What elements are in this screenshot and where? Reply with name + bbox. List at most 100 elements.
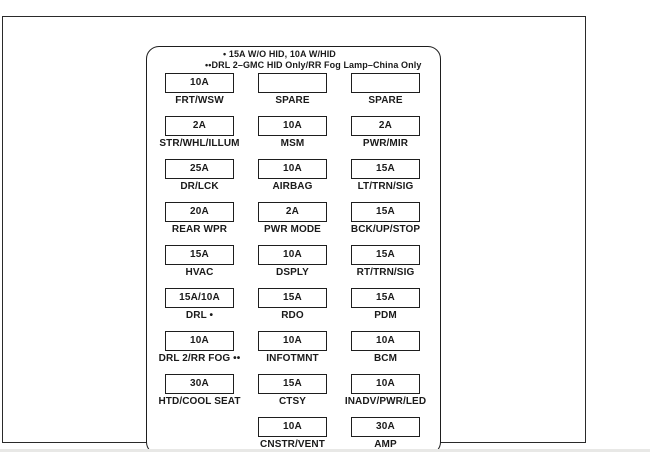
fuse-row: 15A/10A DRL • 15A RDO 15A PDM: [147, 288, 440, 331]
fuse-circuit-label: RT/TRN/SIG: [356, 267, 415, 278]
fuse-row: 30A HTD/COOL SEAT 15A CTSY 10A INADV/PWR/LED: [147, 374, 440, 417]
fuse-circuit-label: CTSY: [278, 396, 307, 407]
fuse-amp-rating: 30A: [376, 421, 395, 432]
fuse-cell: SPARE: [351, 73, 420, 116]
fuse-box: [258, 73, 327, 93]
fuse-cell: SPARE: [258, 73, 327, 116]
fuse-amp-rating: 15A: [283, 292, 302, 303]
fuse-amp-rating: 15A: [283, 378, 302, 389]
fuse-amp-rating: 15A: [376, 249, 395, 260]
fuse-amp-rating: 10A: [376, 335, 395, 346]
fuse-cell: 15A PDM: [351, 288, 420, 331]
fuse-amp-rating: 20A: [190, 206, 209, 217]
fuse-circuit-label: HVAC: [185, 267, 214, 278]
fuse-circuit-label: STR/WHL/ILLUM: [159, 138, 240, 149]
fuse-circuit-label: PWR/MIR: [362, 138, 409, 149]
fuse-cell: 10A INFOTMNT: [258, 331, 327, 374]
fuse-amp-rating: 10A: [283, 249, 302, 260]
fuse-box: 30A: [351, 417, 420, 437]
fuse-cell: 30A HTD/COOL SEAT: [158, 374, 240, 417]
fuse-box: 15A: [351, 202, 420, 222]
fuse-cell: 2A PWR/MIR: [351, 116, 420, 159]
fuse-cell: 15A BCK/UP/STOP: [351, 202, 420, 245]
fuse-box: 10A: [351, 331, 420, 351]
fuse-circuit-label: INADV/PWR/LED: [344, 396, 427, 407]
fuse-row: 10A DRL 2/RR FOG •• 10A INFOTMNT 10A BCM: [147, 331, 440, 374]
fuse-box: 10A: [258, 116, 327, 136]
fuse-cell: 20A REAR WPR: [165, 202, 234, 245]
fuse-circuit-label: INFOTMNT: [266, 353, 319, 364]
fuse-circuit-label: RDO: [281, 310, 304, 321]
fuse-box: 15A: [351, 245, 420, 265]
fuse-circuit-label: PWR MODE: [264, 224, 321, 235]
fuse-circuit-label: BCK/UP/STOP: [350, 224, 421, 235]
fuse-amp-rating: 10A: [190, 77, 209, 88]
fuse-box: 10A: [351, 374, 420, 394]
fuse-cell: 10A INADV/PWR/LED: [345, 374, 426, 417]
fuse-row: 15A HVAC 10A DSPLY 15A RT/TRN/SIG: [147, 245, 440, 288]
fuse-cell: 2A PWR MODE: [258, 202, 327, 245]
fuse-amp-rating: 10A: [283, 335, 302, 346]
fuse-box: 15A: [165, 245, 234, 265]
fuse-amp-rating: 10A: [190, 335, 209, 346]
fuse-circuit-label: MSM: [280, 138, 305, 149]
fuse-circuit-label: DRL 2/RR FOG ••: [158, 353, 241, 364]
fuse-circuit-label: CNSTR/VENT: [260, 439, 325, 450]
legend-note-hid: • 15A W/O HID, 10A W/HID: [223, 49, 336, 59]
fuse-circuit-label: HTD/COOL SEAT: [158, 396, 241, 407]
fuse-box: 15A: [351, 159, 420, 179]
fuse-cell: 30A AMP: [351, 417, 420, 452]
fuse-amp-rating: 30A: [190, 378, 209, 389]
fuse-cell: 10A BCM: [351, 331, 420, 374]
fuse-amp-rating: 2A: [378, 120, 393, 131]
fuse-circuit-label: SPARE: [368, 95, 403, 106]
fuse-cell: 10A DRL 2/RR FOG ••: [159, 331, 240, 374]
fuse-circuit-label: FRT/WSW: [175, 95, 224, 106]
fuse-circuit-label: PDM: [374, 310, 397, 321]
fuse-grid: 10A FRT/WSW SPARE SPARE 2A STR/WHL/ILLUM 10A MS…: [147, 73, 440, 452]
fuse-cell: 15A HVAC: [165, 245, 234, 288]
fuse-amp-rating: 10A: [376, 378, 395, 389]
fuse-cell: 2A STR/WHL/ILLUM: [159, 116, 239, 159]
fuse-circuit-label: DRL •: [185, 310, 214, 321]
fuse-box: 15A: [258, 288, 327, 308]
fuse-amp-rating: 25A: [190, 163, 209, 174]
fuse-amp-rating: 10A: [283, 120, 302, 131]
fuse-box: 15A: [351, 288, 420, 308]
fuse-box: 10A: [165, 331, 234, 351]
fuse-circuit-label: BCM: [373, 353, 398, 364]
fuse-amp-rating: 10A: [283, 421, 302, 432]
fuse-box: 10A: [258, 417, 327, 437]
fuse-cell: 15A RDO: [258, 288, 327, 331]
fuse-amp-rating: 15A/10A: [179, 292, 220, 303]
fuse-cell: 15A/10A DRL •: [165, 288, 234, 331]
fuse-box: 10A: [258, 159, 327, 179]
legend-note-drl2: ••DRL 2–GMC HID Only/RR Fog Lamp–China O…: [205, 60, 422, 70]
fuse-row: 10A CNSTR/VENT 30A AMP: [147, 417, 440, 452]
fuse-box: 15A/10A: [165, 288, 234, 308]
fuse-box: 15A: [258, 374, 327, 394]
fuse-circuit-label: SPARE: [275, 95, 310, 106]
fuse-box: 2A: [351, 116, 420, 136]
fuse-cell-empty: [165, 417, 234, 452]
fuse-circuit-label: AMP: [374, 439, 397, 450]
fuse-circuit-label: DSPLY: [276, 267, 309, 278]
scan-edge-artifact: [0, 449, 650, 452]
fuse-amp-rating: 15A: [376, 206, 395, 217]
fuse-amp-rating: 15A: [376, 163, 395, 174]
fuse-block-panel: • 15A W/O HID, 10A W/HID ••DRL 2–GMC HID…: [146, 46, 441, 452]
fuse-box: 2A: [258, 202, 327, 222]
fuse-box: 20A: [165, 202, 234, 222]
fuse-circuit-label: REAR WPR: [171, 224, 228, 235]
fuse-amp-rating: 10A: [283, 163, 302, 174]
fuse-box: 10A: [165, 73, 234, 93]
fuse-box: 2A: [165, 116, 234, 136]
fuse-cell: 15A CTSY: [258, 374, 327, 417]
fuse-row: 10A FRT/WSW SPARE SPARE: [147, 73, 440, 116]
fuse-box: 30A: [165, 374, 234, 394]
fuse-box: 10A: [258, 245, 327, 265]
fuse-cell: 15A RT/TRN/SIG: [351, 245, 420, 288]
